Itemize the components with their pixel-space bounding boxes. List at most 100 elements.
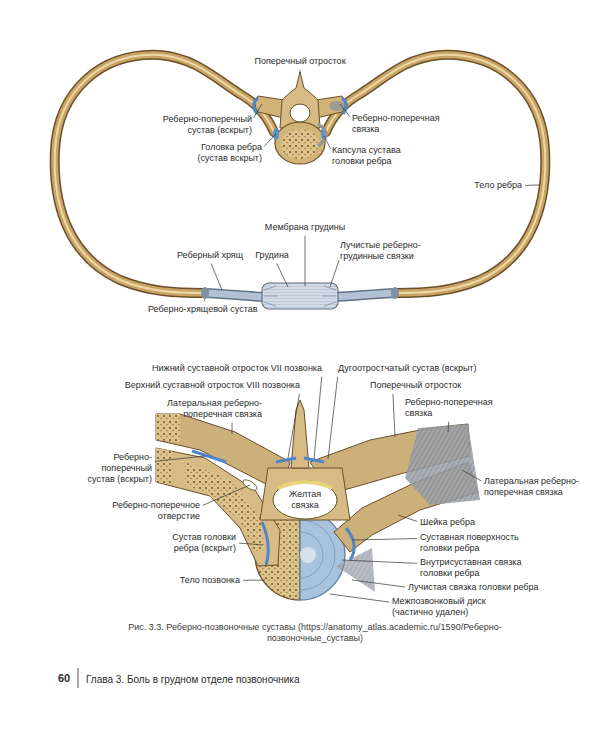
yellow-ligament	[278, 482, 332, 488]
part-label: Шейка ребра	[420, 517, 475, 528]
rib-ring	[55, 55, 546, 299]
label-holder: Лучистая связка головки ребра	[408, 582, 539, 593]
leader-line	[398, 515, 417, 521]
costal-cartilage	[336, 293, 395, 297]
label-holder: Реберно-поперечная связка	[352, 113, 444, 135]
ligament	[405, 424, 480, 505]
label-holder: Мембрана грудины	[265, 222, 345, 233]
costochondral-joint	[391, 287, 399, 299]
nucleus	[300, 547, 316, 563]
leader-line	[211, 264, 222, 290]
label-holder: Реберно-поперечная связка	[405, 397, 493, 419]
part-label: Верхний суставной отросток VIII позвонка	[125, 380, 300, 391]
part-label: Поперечный отросток	[254, 56, 345, 67]
caption-holder: Рис. 3.3. Реберно-позвоночные суставы (h…	[105, 622, 525, 644]
label-holder: 60	[58, 672, 70, 685]
leader-line	[203, 485, 250, 505]
leader-line	[448, 422, 450, 432]
leader-line	[462, 470, 481, 481]
part-label: Реберно-поперечная связка	[405, 397, 493, 419]
leader-line	[340, 104, 350, 117]
leader-line	[232, 423, 233, 434]
page-number: 60	[58, 672, 70, 685]
figure-caption: Рис. 3.3. Реберно-позвоночные суставы (h…	[105, 622, 525, 644]
rib-head-joint	[262, 522, 268, 565]
leader-line	[330, 260, 339, 287]
part-label: Дугоотростчатый сустав (вскрыт)	[338, 363, 476, 374]
part-label: Латеральная реберно-поперечная связка	[484, 476, 579, 498]
label-holder: Нижний суставной отросток VII позвонка	[152, 363, 322, 374]
leader-line	[330, 594, 389, 602]
vertebral-arch	[260, 468, 350, 520]
label-holder: Реберный хрящ	[177, 250, 243, 261]
part-label: Желтая связка	[283, 489, 327, 511]
vertebral-arch	[280, 72, 320, 128]
rib-body	[55, 55, 274, 293]
vertebral-canal	[290, 104, 310, 122]
label-holder: Реберно-поперечное отверстие	[112, 500, 200, 522]
running-footer: Глава 3. Боль в грудном отделе позвоночн…	[86, 674, 299, 686]
rib-highlight	[326, 55, 545, 293]
vertebral-body	[275, 122, 325, 164]
part-label: Грудина	[255, 250, 289, 261]
part-label: Реберно-поперечное отверстие	[112, 500, 200, 522]
costal-cartilage	[336, 293, 395, 297]
leader-line	[305, 236, 306, 286]
leader-line	[393, 394, 395, 437]
rib-body	[326, 55, 545, 293]
transverse-process	[316, 96, 345, 118]
label-holder: Верхний суставной отросток VIII позвонка	[125, 380, 300, 391]
part-label: Реберно-хрящевой сустав	[148, 304, 258, 315]
label-holder: Поперечный отросток	[370, 380, 461, 391]
label-holder: Суставная поверхность головки ребра	[420, 532, 525, 554]
leader-line	[155, 456, 205, 461]
part-label: Реберный хрящ	[177, 250, 243, 261]
leader-line	[277, 263, 288, 287]
part-label: Мембрана грудины	[265, 222, 345, 233]
radiate-ligament	[264, 286, 336, 306]
costal-cartilage	[205, 293, 264, 297]
part-label: Реберно-поперечная связка	[352, 113, 444, 135]
leader-line	[352, 580, 405, 587]
label-holder: Сустав головки ребра (вскрыт)	[156, 532, 236, 554]
cut-face	[156, 448, 172, 485]
radiate-ligament	[336, 548, 375, 592]
label-holder: Поперечный отросток	[254, 56, 345, 67]
label-holder: Латеральная реберно-поперечная связка	[162, 398, 262, 420]
sternum-body	[262, 283, 338, 309]
part-label: Лучистые реберно-грудинные связки	[340, 240, 440, 262]
part-label: Латеральная реберно-поперечная связка	[162, 398, 262, 420]
facet-joint	[276, 458, 324, 462]
joint-surface	[346, 528, 354, 560]
leader-line	[204, 299, 205, 301]
costal-cartilage	[205, 293, 264, 297]
transverse-process	[255, 96, 284, 118]
part-label: Реберно-поперечный сустав (вскрыт)	[80, 452, 152, 484]
disc-ring	[300, 532, 323, 578]
label-holder: Глава 3. Боль в грудном отделе позвоночн…	[86, 674, 299, 686]
disc-ring	[300, 520, 335, 590]
leader-line	[352, 539, 417, 540]
part-label: Суставная поверхность головки ребра	[420, 532, 525, 554]
leader-line	[328, 377, 338, 459]
part-label: Реберно-поперечный сустав (вскрыт)	[152, 114, 252, 136]
leader-line	[525, 185, 540, 186]
part-label: Головка ребра (сустав вскрыт)	[182, 142, 262, 164]
ligament	[329, 101, 345, 111]
joint-surface	[192, 451, 226, 462]
label-holder: Реберно-поперечный сустав (вскрыт)	[152, 114, 252, 136]
cut-face	[156, 414, 180, 442]
part-label: Лучистая связка головки ребра	[408, 582, 539, 593]
label-holder: Тело ребра	[474, 180, 522, 191]
label-holder: Реберно-поперечный сустав (вскрыт)	[80, 452, 152, 484]
label-holder: Внутрисуставная связка головки ребра	[420, 557, 525, 579]
part-label: Тело ребра	[474, 180, 522, 191]
costochondral-joint	[201, 287, 209, 299]
part-label: Межпозвонковый диск (частично удален)	[392, 596, 522, 618]
label-holder: Межпозвонковый диск (частично удален)	[392, 596, 522, 618]
label-holder: Лучистые реберно-грудинные связки	[340, 240, 440, 262]
rib-outline	[55, 55, 274, 293]
label-holder: Реберно-хрящевой сустав	[148, 304, 258, 315]
part-label: Сустав головки ребра (вскрыт)	[156, 532, 236, 554]
